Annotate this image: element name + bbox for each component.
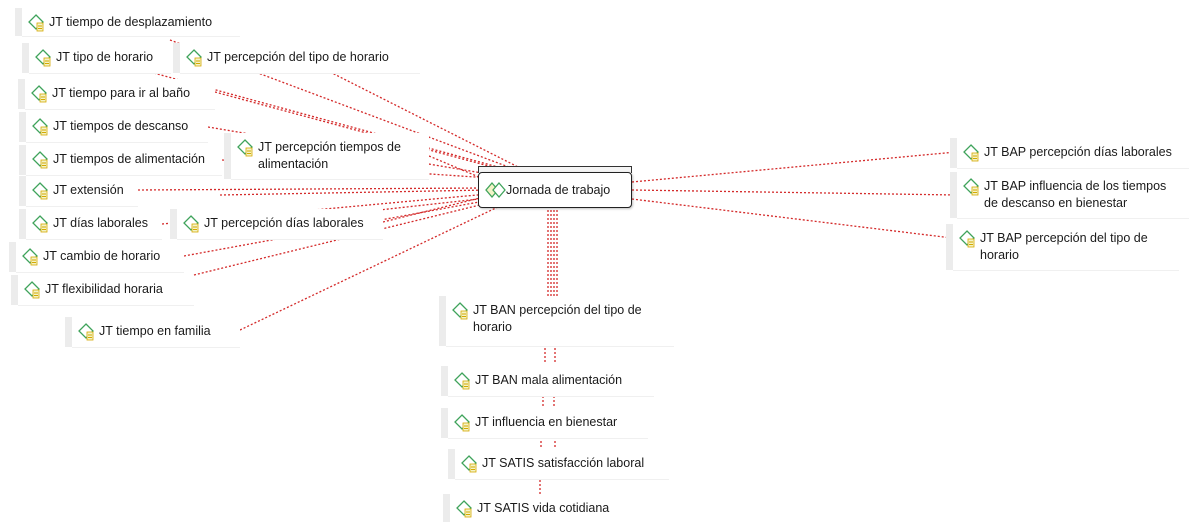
node-label: JT SATIS vida cotidiana xyxy=(477,501,610,515)
code-diamond-icon xyxy=(452,302,472,320)
code-diamond-icon xyxy=(959,230,979,248)
link-line xyxy=(239,205,501,331)
node-jt-bap-percepcion-tipo-de-horario[interactable]: JT BAP percepción del tipo de horario xyxy=(953,224,1179,270)
node-label: JT cambio de horario xyxy=(43,249,161,263)
node-label: JT SATIS satisfacción laboral xyxy=(482,456,645,470)
center-node-tab xyxy=(478,166,632,173)
node-jt-bap-influencia-tiempos-descanso[interactable]: JT BAP influencia de los tiempos de desc… xyxy=(957,172,1189,218)
node-jt-satis-vida-cotidiana[interactable]: JT SATIS vida cotidiana xyxy=(450,494,636,522)
node-jt-dias-laborales[interactable]: JT días laborales xyxy=(26,209,162,239)
node-jt-tiempos-de-descanso[interactable]: JT tiempos de descanso xyxy=(26,112,208,142)
node-jt-percepcion-tiempos-de-alimentacion[interactable]: JT percepción tiempos de alimentación xyxy=(231,133,429,179)
code-diamond-icon xyxy=(32,151,52,169)
node-label: JT flexibilidad horaria xyxy=(45,282,163,296)
node-label: JT BAP percepción días laborales xyxy=(984,145,1172,159)
node-jt-tiempo-para-ir-al-bano[interactable]: JT tiempo para ir al baño xyxy=(25,79,215,109)
node-label: JT tipo de horario xyxy=(56,50,154,64)
node-label: JT BAN percepción del tipo de horario xyxy=(473,303,642,334)
node-jt-bap-percepcion-dias-laborales[interactable]: JT BAP percepción días laborales xyxy=(957,138,1189,168)
node-jt-cambio-de-horario[interactable]: JT cambio de horario xyxy=(16,242,184,272)
node-label: JT BAP percepción del tipo de horario xyxy=(980,231,1148,262)
code-diamond-icon xyxy=(78,323,98,341)
node-label: JT tiempos de alimentación xyxy=(53,152,205,166)
node-jornada-de-trabajo[interactable]: Jornada de trabajo xyxy=(478,172,632,208)
link-line xyxy=(219,189,489,196)
code-diamond-icon xyxy=(32,182,52,200)
node-jt-extension[interactable]: JT extensión xyxy=(26,176,138,206)
node-jt-flexibilidad-horaria[interactable]: JT flexibilidad horaria xyxy=(18,275,194,305)
node-label: JT percepción del tipo de horario xyxy=(207,50,389,64)
link-line xyxy=(382,195,489,223)
code-diamond-icon xyxy=(963,144,983,162)
code-diamond-icon xyxy=(456,500,476,518)
node-jt-ban-mala-alimentacion[interactable]: JT BAN mala alimentación xyxy=(448,366,654,396)
link-line xyxy=(329,71,529,173)
node-label: JT BAN mala alimentación xyxy=(475,373,623,387)
node-label: JT percepción tiempos de alimentación xyxy=(258,140,401,171)
code-diamond-icon xyxy=(32,118,52,136)
code-diamond-icon xyxy=(454,372,474,390)
node-jt-tiempo-de-desplazamiento[interactable]: JT tiempo de desplazamiento xyxy=(22,8,240,36)
code-diamond-icon xyxy=(237,139,257,157)
link-line xyxy=(631,198,953,239)
link-line xyxy=(169,39,523,173)
code-diamond-icon xyxy=(35,49,55,67)
code-diamond-icon xyxy=(32,215,52,233)
node-jt-percepcion-dias-laborales[interactable]: JT percepción días laborales xyxy=(177,209,383,239)
code-diamond-icon xyxy=(22,248,42,266)
node-label: JT tiempo para ir al baño xyxy=(52,86,191,100)
code-diamond-icon xyxy=(24,281,44,299)
node-label: JT extensión xyxy=(53,183,124,197)
node-jt-tipo-de-horario[interactable]: JT tipo de horario xyxy=(29,43,171,73)
node-label: JT BAP influencia de los tiempos de desc… xyxy=(984,179,1167,210)
node-label: JT tiempos de descanso xyxy=(53,119,189,133)
node-jt-satis-satisfaccion-laboral[interactable]: JT SATIS satisfacción laboral xyxy=(455,449,669,479)
code-diamond-icon xyxy=(28,14,48,32)
node-label: JT percepción días laborales xyxy=(204,216,364,230)
node-label: JT tiempo de desplazamiento xyxy=(49,15,213,29)
node-jt-ban-percepcion-tipo-de-horario[interactable]: JT BAN percepción del tipo de horario xyxy=(446,296,674,346)
node-label: JT días laborales xyxy=(53,216,148,230)
code-diamond-icon xyxy=(183,215,203,233)
link-line xyxy=(631,189,957,196)
node-label: JT influencia en bienestar xyxy=(475,415,618,429)
code-diamond-icon xyxy=(31,85,51,103)
code-diamond-icon xyxy=(186,49,206,67)
link-line xyxy=(631,151,957,183)
code-diamond-icon xyxy=(461,455,481,473)
node-jt-influencia-en-bienestar[interactable]: JT influencia en bienestar xyxy=(448,408,648,438)
node-jt-percepcion-del-tipo-de-horario[interactable]: JT percepción del tipo de horario xyxy=(180,43,420,73)
code-group-icon xyxy=(485,181,506,199)
link-line xyxy=(161,193,489,225)
node-jt-tiempo-en-familia[interactable]: JT tiempo en familia xyxy=(72,317,240,347)
code-diamond-icon xyxy=(454,414,474,432)
code-diamond-icon xyxy=(963,178,983,196)
node-jt-tiempos-de-alimentacion[interactable]: JT tiempos de alimentación xyxy=(26,145,222,175)
node-label: JT tiempo en familia xyxy=(99,324,211,338)
link-line xyxy=(137,187,487,191)
center-node-label: Jornada de trabajo xyxy=(506,182,611,197)
